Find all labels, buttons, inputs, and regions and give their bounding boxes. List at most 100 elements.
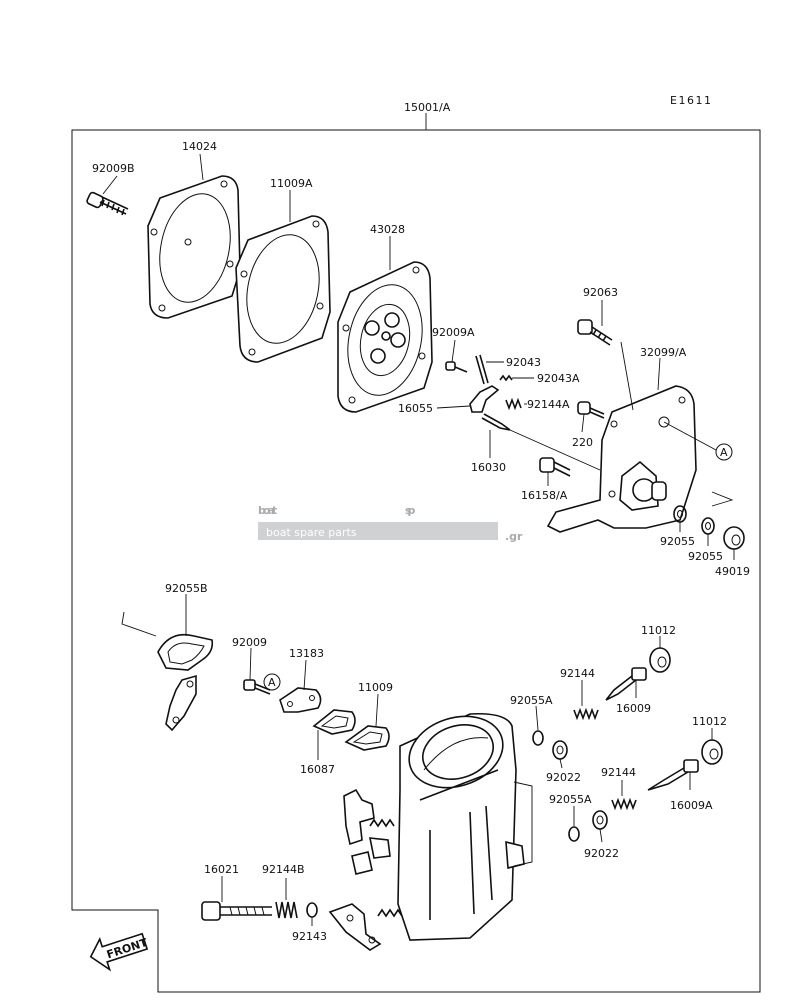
- callout-92009b: 92009B: [92, 162, 135, 175]
- ref-mark-a-lower: A: [268, 676, 276, 689]
- screw-220: [577, 401, 605, 419]
- callout-16021: 16021: [204, 863, 239, 876]
- screw-92009a: [445, 361, 468, 373]
- callout-92055-1: 92055: [660, 535, 695, 548]
- leader-92009: [249, 647, 252, 681]
- oring-92022-2: [592, 810, 608, 830]
- oring-92022-1: [552, 740, 568, 760]
- callout-92022-1: 92022: [546, 771, 581, 784]
- pin-92043: [475, 354, 489, 385]
- screw-92009: [243, 679, 271, 695]
- exploded-arrow-left: [121, 611, 157, 637]
- callout-16009a: 16009A: [670, 799, 713, 812]
- cover-13183: [279, 687, 322, 713]
- needle-16009: [605, 667, 647, 701]
- needle-16030: [481, 413, 601, 471]
- watermark-brand-part2: sp: [405, 504, 416, 517]
- callout-92055a-2: 92055A: [549, 793, 592, 806]
- ring-92143: [306, 902, 318, 918]
- needle-16009a: [647, 759, 699, 791]
- leader-92055a-1: [535, 705, 539, 731]
- leader-11009: [375, 693, 379, 727]
- callout-16030: 16030: [471, 461, 506, 474]
- part-14024-cover: [147, 175, 241, 319]
- callout-92144a: 92144A: [527, 398, 570, 411]
- lever-16055: [469, 385, 500, 413]
- spring-92144b: [275, 901, 298, 919]
- washer-92055a-2: [568, 826, 580, 842]
- leader-92022-1: [559, 758, 563, 769]
- front-arrow-icon: FRONT: [89, 932, 150, 972]
- diagram-code: E1611: [670, 94, 712, 107]
- carburetor-body: [328, 712, 525, 951]
- callout-32099a: 32099/A: [640, 346, 687, 359]
- callout-16158a: 16158/A: [521, 489, 568, 502]
- leader-14024: [199, 153, 204, 181]
- spring-92144a: [505, 397, 522, 411]
- callout-92009: 92009: [232, 636, 267, 649]
- leader-32099a: [657, 357, 661, 391]
- leader-220: [581, 413, 585, 433]
- washer-92055-2: [701, 517, 715, 535]
- callout-49019: 49019: [715, 565, 750, 578]
- watermark-logo: boat sp .gr boat spare parts: [258, 504, 523, 543]
- callout-43028: 43028: [370, 223, 405, 236]
- callout-220: 220: [572, 436, 593, 449]
- ref-mark-a-upper: A: [720, 446, 728, 459]
- callout-92144b: 92144B: [262, 863, 305, 876]
- screw-92063: [577, 319, 613, 346]
- screw-92009b: [86, 191, 129, 216]
- bolt-16158a: [539, 457, 571, 477]
- leader-16055: [436, 405, 471, 409]
- callout-92144-1: 92144: [560, 667, 595, 680]
- part-11009a-gasket: [235, 215, 331, 363]
- cap-49019: [723, 526, 745, 550]
- callout-11012-1: 11012: [641, 624, 676, 637]
- cap-11012-1: [649, 647, 671, 673]
- callout-13183: 13183: [289, 647, 324, 660]
- callout-16087: 16087: [300, 763, 335, 776]
- leader-92009a: [451, 339, 456, 363]
- watermark-brand-suffix: .gr: [505, 530, 523, 543]
- callout-92055-2: 92055: [688, 550, 723, 563]
- leader-ref-a-upper: [663, 421, 717, 451]
- watermark-brand-part1: boat: [258, 504, 277, 517]
- callout-11009: 11009: [358, 681, 393, 694]
- washer-92055a-1: [532, 730, 544, 746]
- spring-92144-1: [573, 707, 599, 721]
- spring-92144-2: [611, 797, 637, 811]
- callout-92022-2: 92022: [584, 847, 619, 860]
- ref-mark-a-lower-circle: [263, 673, 281, 691]
- gasket-92055b: [157, 633, 214, 732]
- callout-11009a: 11009A: [270, 177, 313, 190]
- leader-13183: [303, 659, 307, 691]
- callout-11012-2: 11012: [692, 715, 727, 728]
- exploded-arrow-right: [711, 491, 734, 507]
- gasket-16087: [312, 709, 356, 735]
- callout-92043a: 92043A: [537, 372, 580, 385]
- callout-92043: 92043: [506, 356, 541, 369]
- callout-16055: 16055: [398, 402, 433, 415]
- part-43028-diaphragm: [337, 261, 433, 413]
- needle-bracket: [513, 781, 533, 867]
- gasket-11009: [344, 725, 390, 751]
- watermark-tagline-bar: [258, 522, 498, 540]
- leader-92022-2: [599, 828, 603, 843]
- screw-16021: [201, 901, 272, 921]
- spring-92043a: [499, 374, 513, 382]
- leader-92009b: [102, 175, 118, 195]
- callout-92144-2: 92144: [601, 766, 636, 779]
- callout-16009: 16009: [616, 702, 651, 715]
- assembly-label: 15001/A: [404, 101, 451, 114]
- cap-11012-2: [701, 739, 723, 765]
- callout-14024: 14024: [182, 140, 217, 153]
- diagram-frame: [71, 129, 761, 993]
- callout-92143: 92143: [292, 930, 327, 943]
- leader-32099a-bolt: [620, 341, 634, 411]
- callout-92055a-1: 92055A: [510, 694, 553, 707]
- callout-92063: 92063: [583, 286, 618, 299]
- callout-92009a: 92009A: [432, 326, 475, 339]
- ref-mark-a-upper-circle: [715, 443, 733, 461]
